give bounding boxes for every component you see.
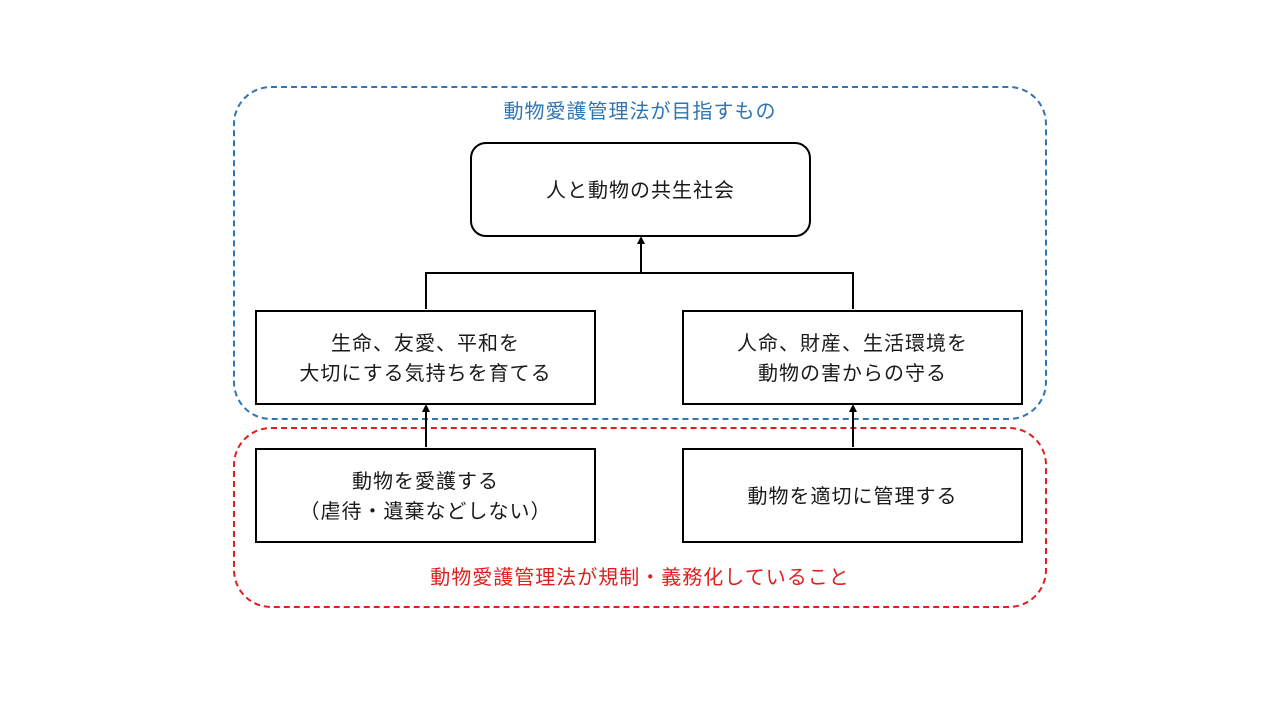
node-text-line: 動物を愛護する	[352, 468, 499, 493]
regulation-region	[233, 427, 1047, 608]
node-text-line: 動物を適切に管理する	[747, 483, 958, 508]
coexistence-society-node: 人と動物の共生社会	[470, 142, 811, 237]
regulation-region-title: 動物愛護管理法が規制・義務化していること	[430, 565, 850, 589]
node-text-line: 動物の害からの守る	[758, 360, 947, 385]
node-text-line: 大切にする気持ちを育てる	[299, 360, 552, 385]
node-text-line: （虐待・遺棄などしない）	[299, 498, 552, 523]
protect-from-animal-harm-node: 人命、財産、生活環境を 動物の害からの守る	[682, 310, 1023, 405]
node-text-line: 人命、財産、生活環境を	[737, 330, 968, 355]
goal-region-title: 動物愛護管理法が目指すもの	[503, 99, 777, 123]
mid-to-top-connector	[425, 272, 854, 309]
protect-animals-node: 動物を愛護する （虐待・遺棄などしない）	[255, 448, 596, 543]
node-text-line: 生命、友愛、平和を	[331, 330, 520, 355]
manage-animals-properly-node: 動物を適切に管理する	[682, 448, 1023, 543]
node-text-line: 人と動物の共生社会	[546, 177, 735, 202]
nurture-respect-for-life-node: 生命、友愛、平和を 大切にする気持ちを育てる	[255, 310, 596, 405]
goal-region	[233, 86, 1047, 420]
